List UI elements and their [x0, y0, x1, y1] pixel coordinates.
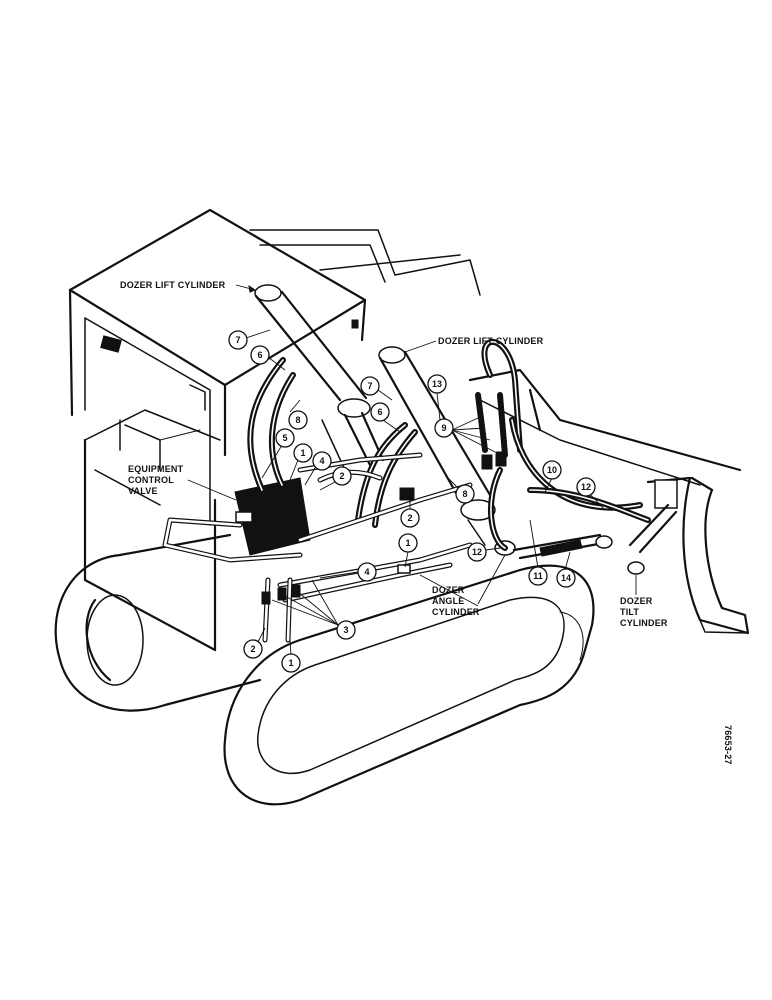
callout-8-right-text: 8 [462, 489, 467, 499]
callout-2-middle: 2 [400, 490, 420, 528]
label-tilt-line2: TILT [620, 607, 639, 617]
dozer-blade [646, 476, 750, 635]
rear-track [54, 533, 262, 712]
callout-10: 10 [542, 460, 562, 493]
callout-8-right: 8 [447, 477, 475, 504]
label-ecv-line2: CONTROL [128, 475, 174, 485]
callout-13: 13 [427, 374, 447, 421]
callout-8-left: 8 [288, 399, 308, 430]
callout-1-lower: 1 [281, 639, 301, 673]
equipment-control-valve [234, 477, 311, 556]
callout-9-text: 9 [441, 423, 446, 433]
callout-7-right-text: 7 [367, 381, 372, 391]
callout-6-right: 6 [370, 402, 401, 433]
label-ecv-line1: EQUIPMENT [128, 464, 184, 474]
callout-11-text: 11 [533, 571, 543, 581]
hydraulic-hoses [247, 338, 651, 551]
callout-2-lower: 2 [243, 627, 266, 659]
callout-13-text: 13 [432, 379, 442, 389]
callout-12-upper: 12 [576, 477, 606, 511]
callout-6-left-text: 6 [257, 350, 262, 360]
callout-4-upper-text: 4 [319, 456, 324, 466]
label-angle-line2: ANGLE [432, 596, 465, 606]
label-tilt-line3: CYLINDER [620, 618, 668, 628]
callout-1-upper: 1 [287, 443, 313, 486]
callout-4-lower-text: 4 [364, 567, 369, 577]
cab-body [68, 208, 481, 652]
callout-9: 9 [434, 417, 496, 453]
label-dozer-angle-cylinder: DOZER ANGLE CYLINDER [419, 554, 506, 617]
fittings [261, 451, 507, 605]
callout-2-upper: 2 [319, 466, 352, 491]
callout-1-lower-text: 1 [288, 658, 293, 668]
callout-3-text: 3 [343, 625, 348, 635]
label-ecv-line3: VALVE [128, 486, 158, 496]
callout-3: 3 [271, 579, 356, 640]
callout-10-text: 10 [547, 465, 557, 475]
callout-1-middle-text: 1 [405, 538, 410, 548]
callout-12-lower: 12 [467, 542, 501, 562]
callout-12-lower-text: 12 [472, 547, 482, 557]
callout-7-right: 7 [360, 376, 393, 401]
callout-7-left-text: 7 [235, 335, 240, 345]
callout-1-upper-text: 1 [300, 448, 305, 458]
callout-1-middle: 1 [398, 533, 418, 568]
callout-6-right-text: 6 [377, 407, 382, 417]
callout-8-left-text: 8 [295, 415, 300, 425]
callout-7-left: 7 [228, 329, 271, 350]
label-equipment-control-valve: EQUIPMENT CONTROL VALVE [128, 464, 237, 501]
figure-code: 76653-27 [723, 725, 733, 765]
callout-14-text: 14 [561, 573, 571, 583]
callout-2-middle-text: 2 [407, 513, 412, 523]
front-track [223, 564, 595, 806]
callout-11: 11 [528, 519, 548, 586]
callout-14: 14 [556, 551, 576, 588]
callout-5-text: 5 [282, 433, 287, 443]
callout-5: 5 [261, 428, 295, 479]
callout-6-left: 6 [250, 345, 286, 371]
callout-2-upper-text: 2 [339, 471, 344, 481]
label-dozer-tilt-cylinder: DOZER TILT CYLINDER [620, 575, 668, 628]
label-angle-line3: CYLINDER [432, 607, 480, 617]
callout-12-upper-text: 12 [581, 482, 591, 492]
label-dozer-lift-cylinder-right: DOZER LIFT CYLINDER [438, 336, 544, 346]
angle-cylinder [494, 533, 613, 560]
label-dozer-lift-cylinder-left: DOZER LIFT CYLINDER [120, 280, 226, 290]
label-tilt-line1: DOZER [620, 596, 653, 606]
callout-4-lower: 4 [319, 562, 377, 582]
callout-4-upper: 4 [304, 451, 332, 486]
callout-2-lower-text: 2 [250, 644, 255, 654]
tilt-cylinder [627, 503, 678, 575]
dozer-frame [468, 368, 742, 486]
